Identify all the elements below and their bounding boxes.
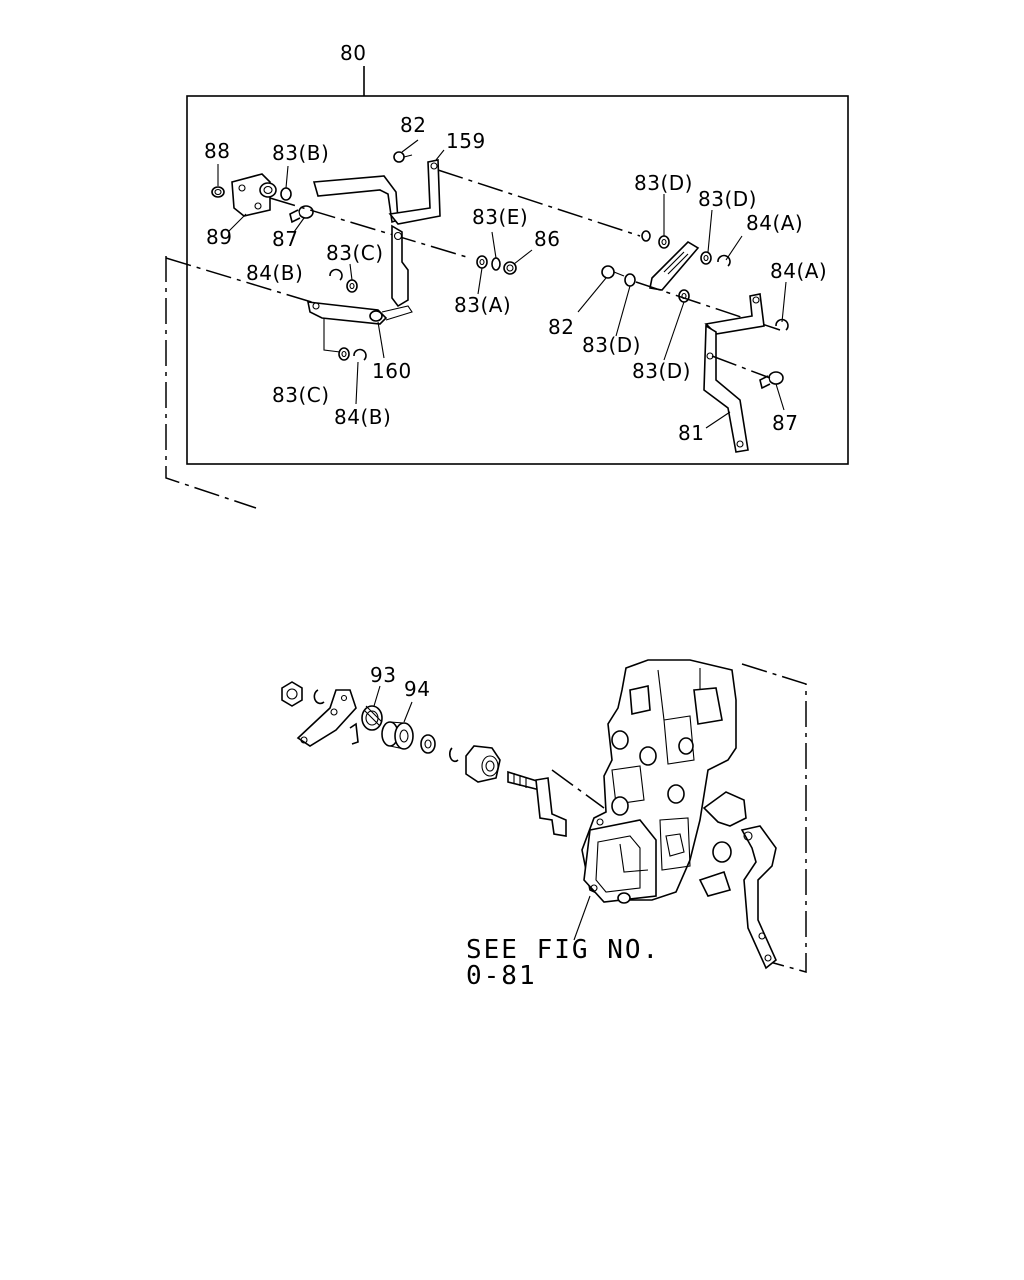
assembly-80-frame (186, 66, 849, 465)
labels-lower: 93 94 SEE FIG NO. 0-81 (370, 663, 660, 991)
clip-84a-right (775, 318, 789, 331)
injection-pump-body (581, 659, 737, 904)
nut-88 (211, 164, 225, 198)
label-80: 80 (340, 41, 366, 65)
label-87-left: 87 (272, 227, 298, 251)
label-83b: 83(B) (272, 141, 329, 165)
label-84b-bottom: 84(B) (334, 405, 391, 429)
washer-83d-b (700, 251, 712, 265)
label-84a-2: 84(A) (770, 259, 827, 283)
washer-83c-top (346, 279, 358, 293)
washer-83d-c (624, 273, 636, 287)
axis-line-81 (711, 355, 771, 379)
label-88: 88 (204, 139, 230, 163)
exploded-shaft-parts (281, 681, 567, 837)
labels-upper: 80 82 159 88 83(B) 89 87 83(C) 84(B) 83(… (204, 41, 827, 445)
leader-lines-lower (373, 685, 591, 941)
leader-lines-upper (227, 139, 787, 429)
see-fig-reference: SEE FIG NO. (466, 935, 660, 965)
clip-84b-bottom (353, 348, 367, 361)
see-fig-number: 0-81 (466, 961, 537, 991)
bolt-87-right (759, 371, 784, 390)
label-83a: 83(A) (454, 293, 511, 317)
axis-line-right (437, 169, 641, 237)
label-81: 81 (678, 421, 704, 445)
label-84a-1: 84(A) (746, 211, 803, 235)
label-89: 89 (206, 225, 232, 249)
label-159: 159 (446, 129, 486, 153)
label-160: 160 (372, 359, 412, 383)
lever-160 (307, 301, 413, 353)
label-94: 94 (404, 677, 430, 701)
bolt-82-top (393, 151, 413, 163)
connector-lines (165, 256, 807, 973)
plate-89 (231, 173, 277, 217)
washer-83b (280, 165, 292, 201)
lever-159 (312, 159, 441, 308)
label-93: 93 (370, 663, 396, 687)
washer-83d-small (641, 230, 651, 242)
axis-line-left (269, 197, 471, 259)
bolt-82-right (601, 265, 625, 279)
label-82-right: 82 (548, 315, 574, 339)
washer-83d-d (678, 289, 690, 303)
label-84b-top: 84(B) (246, 261, 303, 285)
clip-84b-top (329, 268, 343, 281)
washer-83e (491, 257, 501, 271)
pump-lever (702, 791, 777, 970)
washer-83c-bottom (338, 347, 350, 361)
bolt-87-left (289, 205, 314, 224)
slotted-plate (649, 240, 700, 291)
label-83d-3: 83(D) (582, 333, 641, 357)
label-83c-top: 83(C) (326, 241, 384, 265)
label-83d-1: 83(D) (634, 171, 693, 195)
label-83c-bottom: 83(C) (272, 383, 330, 407)
label-83d-2: 83(D) (698, 187, 757, 211)
washer-83d-a (658, 235, 670, 249)
nut-86 (503, 261, 517, 275)
label-83d-4: 83(D) (632, 359, 691, 383)
label-83e: 83(E) (472, 205, 528, 229)
label-82-top: 82 (400, 113, 426, 137)
label-86: 86 (534, 227, 560, 251)
label-87-right: 87 (772, 411, 798, 435)
washer-83a (476, 255, 488, 269)
